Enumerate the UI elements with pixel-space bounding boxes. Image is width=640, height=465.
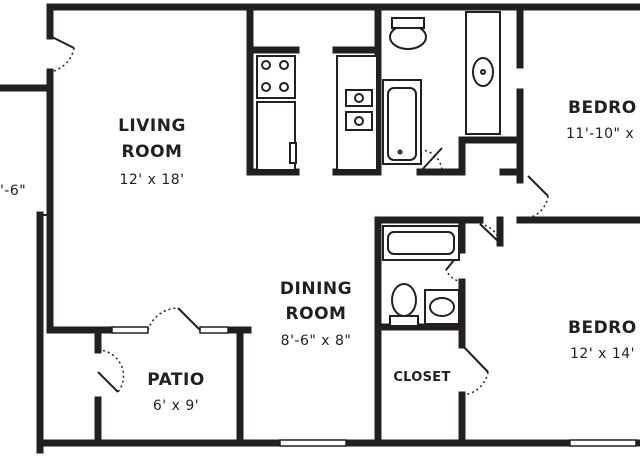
windows <box>111 326 637 447</box>
patio-name: PATIO <box>147 370 205 390</box>
dining-room-name-line1: DINING <box>279 279 353 299</box>
bedroom-2-name: BEDRO <box>568 318 637 338</box>
bedroom-1-size: 11'-10" x <box>566 126 635 142</box>
left-room-size: '-6" <box>0 183 27 199</box>
living-room-name-line2: ROOM <box>121 142 183 162</box>
doors <box>40 35 549 396</box>
dining-room-name-line2: ROOM <box>285 304 347 324</box>
closet-name: CLOSET <box>393 370 451 385</box>
living-room-size: 12' x 18' <box>119 172 185 188</box>
bedroom-1-name: BEDRO <box>568 98 637 118</box>
dining-room-size: 8'-6" x 8" <box>280 333 352 349</box>
living-room-name-line1: LIVING <box>118 116 186 136</box>
patio-size: 6' x 9' <box>152 398 200 414</box>
bath-fixtures <box>382 11 501 327</box>
kitchen-fixtures <box>256 55 378 171</box>
walls <box>0 3 640 454</box>
bedroom-2-size: 12' x 14' <box>570 346 636 362</box>
